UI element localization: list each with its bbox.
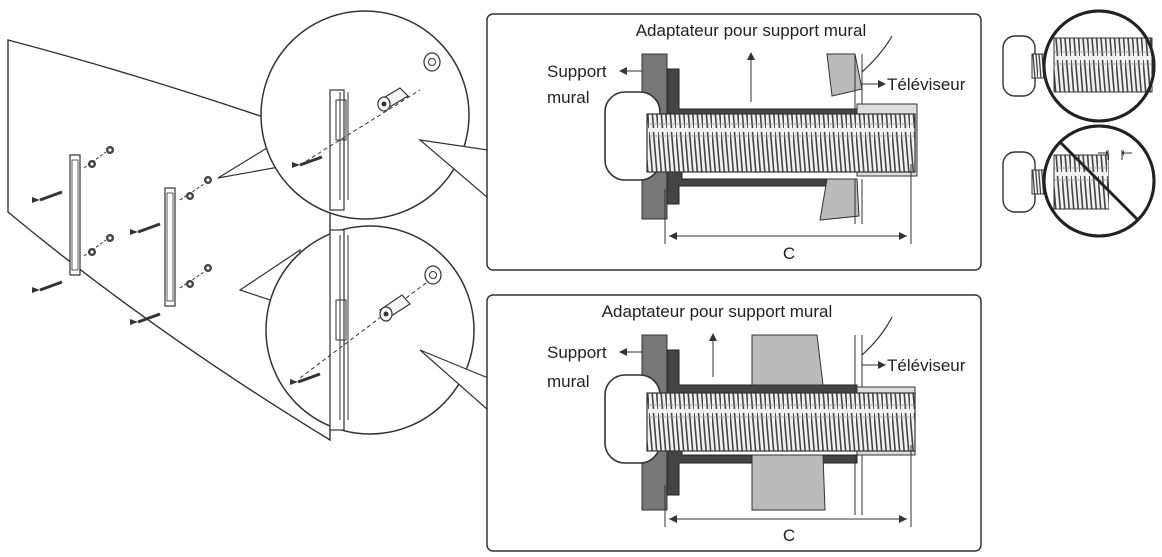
screw-shaft (646, 392, 916, 452)
dimension-c-label: C (783, 244, 795, 263)
bracket-left (30, 146, 114, 295)
tv-housing-top (826, 53, 863, 97)
tv-label: Téléviseur (887, 356, 966, 375)
tv-label: Téléviseur (887, 75, 966, 94)
incorrect-screw-illustration (1002, 124, 1156, 238)
adapter-label: Adaptateur pour support mural (636, 21, 867, 40)
tv-back-illustration (7, 39, 331, 442)
callout-bottom (238, 225, 475, 435)
correct-screw-illustration (1002, 9, 1156, 123)
prohibited-slash-icon (1058, 140, 1140, 222)
screw-shaft (646, 113, 916, 173)
tv-housing-bottom (751, 454, 826, 511)
callout-top (217, 10, 470, 220)
detail-panel-1: Adaptateur pour support mural Support mu… (486, 13, 982, 271)
tv-housing-top (751, 334, 824, 386)
dimension-c-label: C (783, 526, 795, 545)
bracket-right (128, 176, 212, 327)
adapter-spacer (666, 68, 858, 205)
wall-label-line1: Support (547, 343, 607, 362)
detail-panel-2: Adaptateur pour support mural Support mu… (486, 294, 982, 552)
adapter-label: Adaptateur pour support mural (602, 302, 833, 321)
wall-label-line2: mural (547, 88, 590, 107)
tv-housing-bottom (819, 178, 860, 221)
wall-label-line2: mural (547, 372, 590, 391)
wall-label-line1: Support (547, 62, 607, 81)
